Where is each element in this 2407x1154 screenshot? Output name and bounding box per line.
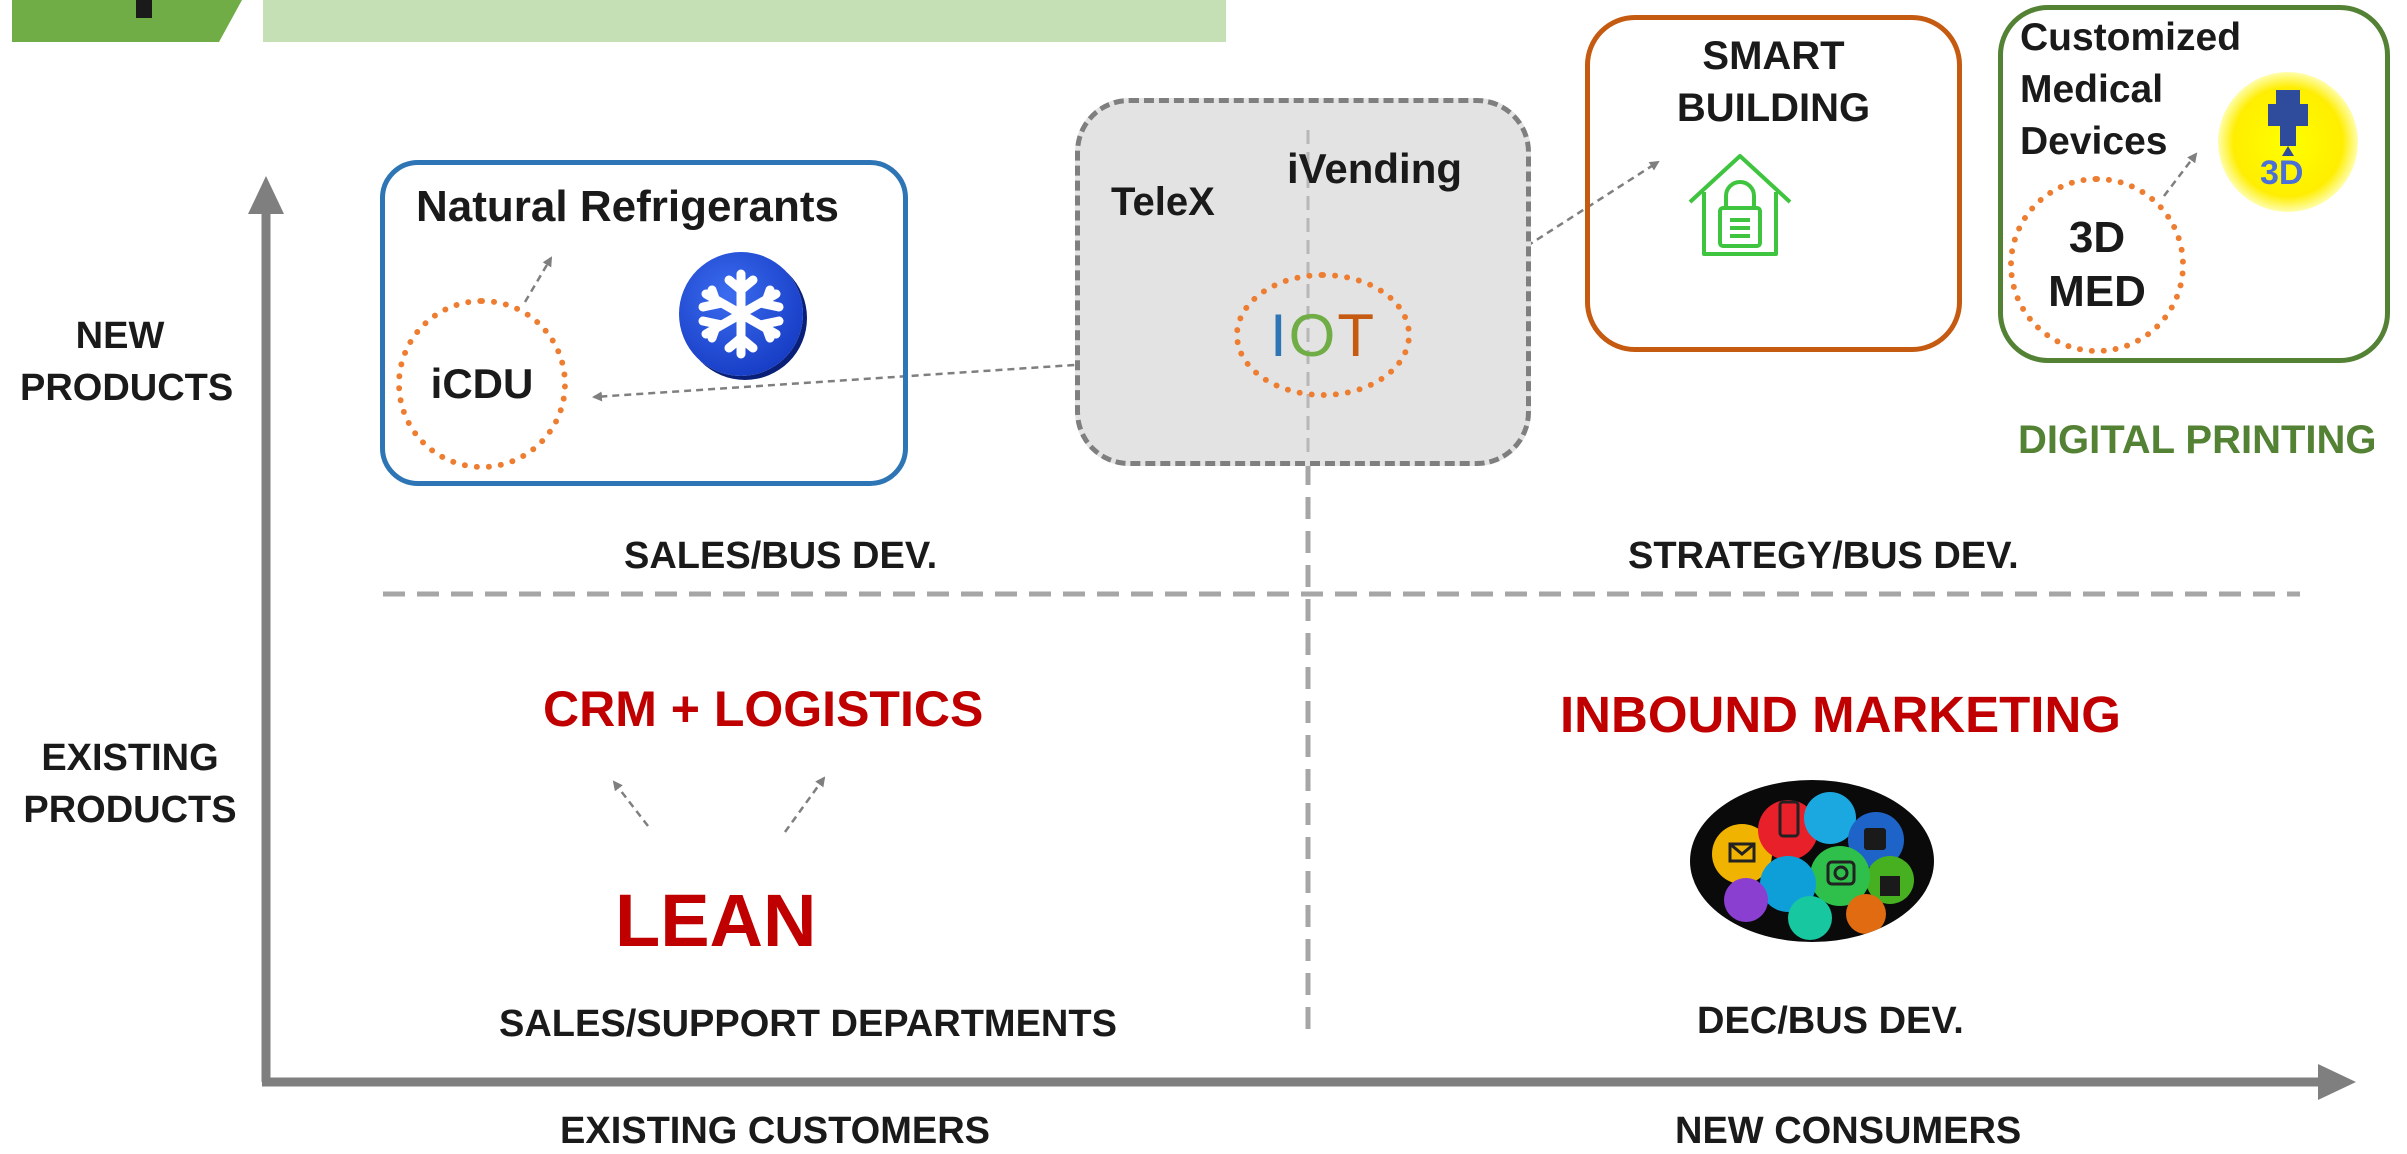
arrow-icdu-to-refrigerants <box>523 256 553 303</box>
natural-refrigerants-box <box>380 160 908 486</box>
smart-building-box <box>1585 15 1962 352</box>
y-label-existing-products: EXISTING PRODUCTS <box>20 732 240 836</box>
medical-line1: Customized <box>2020 16 2242 59</box>
caption-sales-bus-dev: SALES/BUS DEV. <box>624 535 938 577</box>
x-label-new-consumers: NEW CONSUMERS <box>1675 1110 2022 1152</box>
caption-dec-bus-dev: DEC/BUS DEV. <box>1697 1000 1964 1042</box>
x-axis-arrowhead <box>2318 1064 2356 1100</box>
iot-letter-t: T <box>1337 301 1376 369</box>
smart-building-line2: BUILDING <box>1676 86 1871 130</box>
smart-building-line1: SMART <box>1702 34 1845 78</box>
icdu-label: iCDU <box>430 360 534 407</box>
snowflake-icon <box>679 252 803 376</box>
lean-label: LEAN <box>615 879 817 962</box>
caption-sales-support: SALES/SUPPORT DEPARTMENTS <box>499 1003 1117 1045</box>
medical-line2: Medical <box>2020 68 2164 111</box>
natural-refrigerants-label: Natural Refrigerants <box>416 182 840 231</box>
header-banner <box>263 0 1226 42</box>
arrow-3dmed-to-printer <box>2163 152 2198 197</box>
caption-strategy-bus-dev: STRATEGY/BUS DEV. <box>1628 535 2019 577</box>
3d-printer-icon: 3D <box>2218 72 2358 212</box>
3d-badge-label: 3D <box>2260 154 2304 192</box>
medical-devices-label: Customized Medical Devices <box>2020 12 2241 168</box>
crm-logistics-label: CRM + LOGISTICS <box>543 681 984 737</box>
arrow-lean-to-crm-right <box>783 776 826 833</box>
y-label-existing-line1: EXISTING <box>41 737 219 779</box>
y-label-new-line1: NEW <box>75 315 165 357</box>
y-label-new-products: NEW PRODUCTS <box>20 310 234 414</box>
3d-med-circle: 3D MED <box>2008 176 2186 354</box>
y-label-new-line2: PRODUCTS <box>20 367 234 409</box>
icdu-circle: iCDU <box>396 298 568 470</box>
smart-building-label: SMART BUILDING <box>1585 30 1962 134</box>
y-label-existing-line2: PRODUCTS <box>23 789 237 831</box>
inbound-marketing-label: INBOUND MARKETING <box>1560 686 2121 743</box>
3d-med-line1: 3D <box>2068 213 2126 262</box>
iot-letter-o: O <box>1288 301 1338 369</box>
iot-letter-i: I <box>1270 301 1289 369</box>
telex-label: TeleX <box>1111 180 1215 224</box>
header-tab <box>12 0 242 42</box>
medical-devices-box <box>1998 5 2390 363</box>
arrow-lean-to-crm-left <box>612 780 649 827</box>
header-tab-mark <box>136 0 152 18</box>
digital-printing-label: DIGITAL PRINTING <box>2018 418 2377 462</box>
social-media-cloud-icon <box>1690 780 1934 942</box>
3d-med-line2: MED <box>2048 267 2146 316</box>
y-axis-arrowhead <box>248 176 284 214</box>
iot-box <box>1075 98 1531 466</box>
ivending-label: iVending <box>1287 145 1463 192</box>
x-label-existing-customers: EXISTING CUSTOMERS <box>560 1110 991 1152</box>
smart-home-lock-icon <box>1686 150 1794 265</box>
medical-line3: Devices <box>2020 120 2168 163</box>
